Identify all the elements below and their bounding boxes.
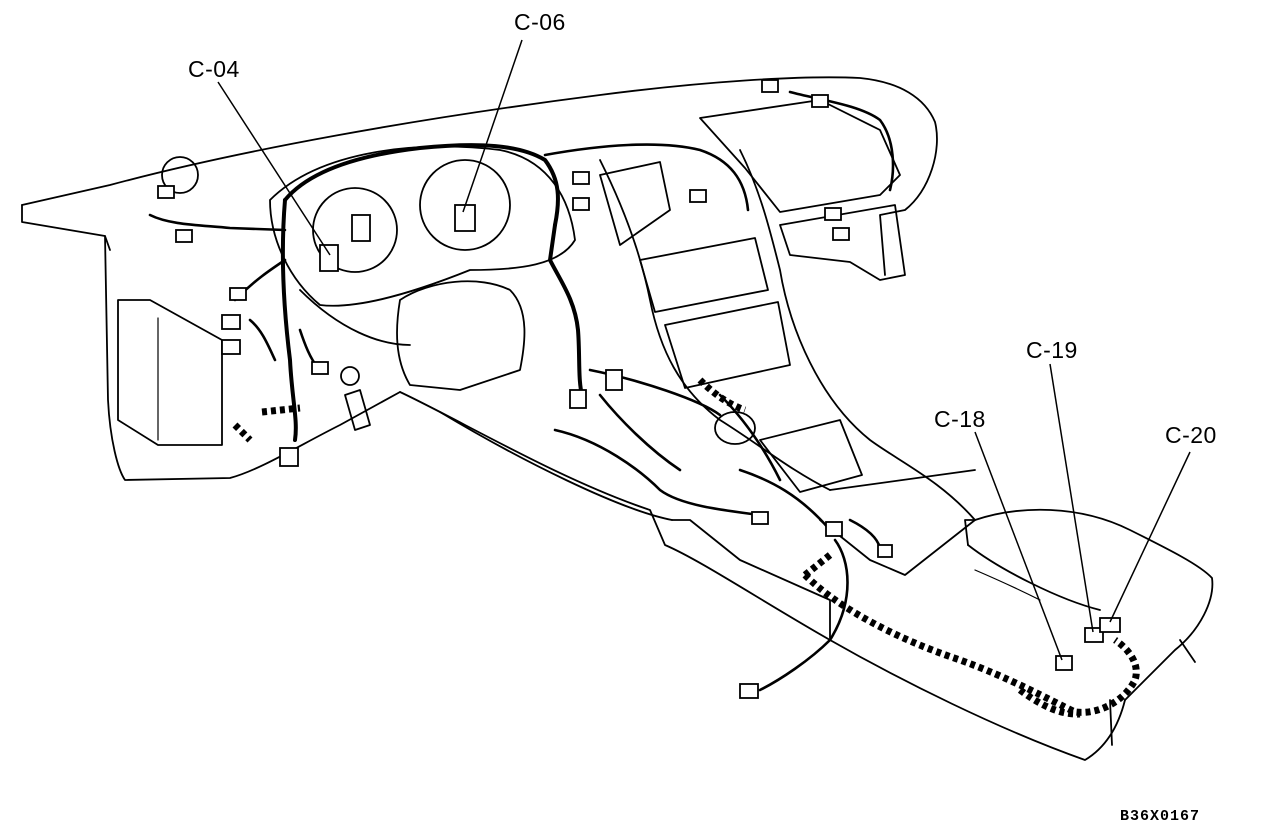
callout-c18: C-18 [934,406,986,432]
callout-c04: C-04 [188,56,240,82]
passenger-lower-panel [779,204,906,281]
speedometer-gauge [419,159,511,251]
dashboard-lower-edge [399,391,1126,761]
connector-group [157,79,1121,699]
connector-c18 [1055,655,1073,671]
main-harness [283,143,560,227]
leader-c20 [1109,451,1191,623]
radio-slot [639,237,769,313]
instrument-cluster-hood [269,145,576,307]
leader-c19 [1049,363,1094,633]
callout-c19: C-19 [1026,337,1078,363]
leader-c06 [462,39,523,213]
leader-c18 [974,431,1063,661]
connector-c06 [454,204,476,232]
connector-c19 [1084,627,1104,643]
steering-column [396,280,526,391]
connector-c04 [319,244,339,272]
left-vent-opening [117,299,223,446]
figure-code: B36X0167 [1120,808,1200,825]
connector-c20 [1099,617,1121,633]
callout-c20: C-20 [1165,422,1217,448]
shift-area [759,419,863,493]
console-harness [802,572,1140,716]
dashboard-top-outline [21,76,938,276]
passenger-glovebox [699,99,901,213]
leader-c04 [217,81,331,256]
dashboard-front-edge [21,204,111,251]
left-side-panel [104,235,401,481]
console-armrest [974,508,1214,701]
climate-panel [664,301,791,389]
callout-c06: C-06 [514,9,566,35]
